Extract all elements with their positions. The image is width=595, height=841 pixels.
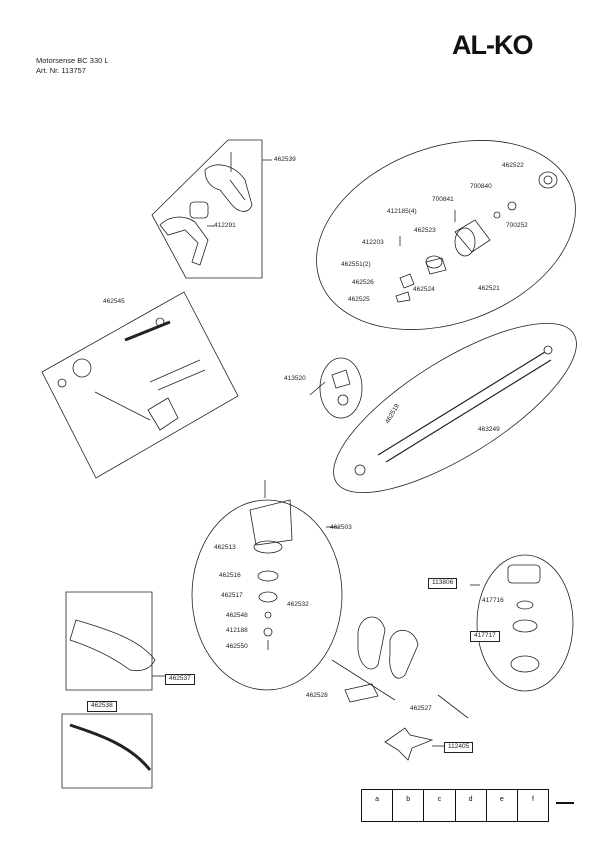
part-label-113806: 113806 (428, 578, 458, 589)
part-label-462545: 462545 (103, 298, 125, 305)
part-label-700252: 700252 (506, 222, 528, 229)
part-label-462513: 462513 (214, 544, 236, 551)
table-cell: e (487, 790, 518, 821)
harness-part (357, 616, 386, 670)
part-label-463249: 463249 (478, 426, 500, 433)
part-label-417716: 417716 (482, 597, 504, 604)
part-label-700841: 700841 (432, 196, 454, 203)
part-label-112405: 112405 (444, 742, 474, 753)
page-marker-dash (556, 802, 574, 804)
article-number: Art. Nr. 113757 (36, 66, 86, 75)
table-cell: a (362, 790, 394, 821)
part-label-462551: 462551(2) (341, 261, 371, 268)
clamp-group-frame (319, 357, 363, 419)
part-label-462522: 462522 (502, 162, 524, 169)
part-label-462525: 462525 (348, 296, 370, 303)
part-label-462527: 462527 (410, 705, 432, 712)
part-label-413520: 413520 (284, 375, 306, 382)
part-label-412291: 412291 (214, 222, 236, 229)
part-label-462524: 462524 (413, 286, 435, 293)
model-title: Motorsense BC 330 L (36, 56, 109, 65)
part-label-462539: 462539 (274, 156, 296, 163)
part-label-462548: 462548 (226, 612, 248, 619)
accessory-kit-frame (41, 291, 239, 479)
part-label-462528: 462528 (306, 692, 328, 699)
handle-bar (159, 216, 209, 266)
reference-table: a b c d e f (361, 789, 549, 822)
gearhead-group-frame (191, 499, 343, 691)
blade-part (384, 727, 434, 761)
part-label-462517: 462517 (221, 592, 243, 599)
part-label-412203: 412203 (362, 239, 384, 246)
shaft-group-frame (333, 322, 577, 494)
engine-group-frame (316, 140, 576, 330)
spool-group-frame (476, 554, 574, 692)
part-label-412185: 412185(4) (387, 208, 417, 215)
part-label-412188: 412188 (226, 627, 248, 634)
part-label-462537: 462537 (165, 674, 195, 685)
part-label-700840: 700840 (470, 183, 492, 190)
part-label-462550: 462550 (226, 643, 248, 650)
table-cell: d (456, 790, 487, 821)
table-cell: f (531, 796, 534, 803)
handle-part (204, 164, 253, 212)
blade-guard-frame (61, 713, 153, 789)
part-label-462532: 462532 (287, 601, 309, 608)
part-label-462521: 462521 (478, 285, 500, 292)
handle-group-frame (151, 139, 263, 279)
table-cell: b (393, 790, 425, 821)
table-cell: c (424, 790, 456, 821)
part-label-462503: 462503 (330, 524, 352, 531)
part-label-462526: 462526 (352, 279, 374, 286)
brand-logo: AL-KO (452, 30, 533, 60)
part-label-462516: 462516 (219, 572, 241, 579)
part-label-462523: 462523 (414, 227, 436, 234)
guard-group-frame (65, 591, 153, 691)
part-label-417717: 417717 (470, 631, 500, 642)
part-label-462538: 462538 (87, 701, 117, 712)
